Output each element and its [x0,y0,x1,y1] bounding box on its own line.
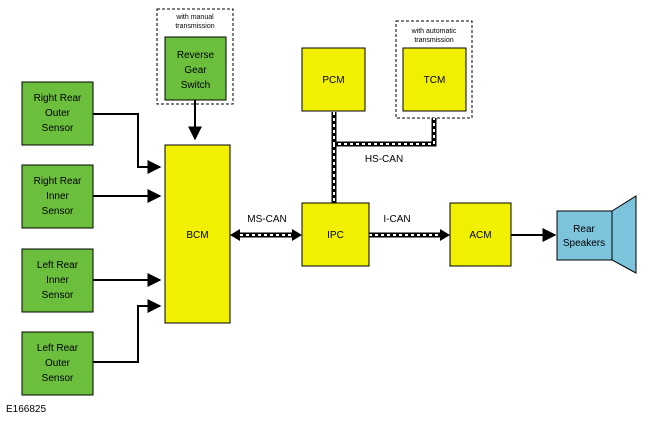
svg-text:IPC: IPC [327,230,344,241]
hs-can-label: HS-CAN [365,154,403,165]
svg-text:Rear: Rear [573,224,595,235]
svg-text:Sensor: Sensor [42,206,74,217]
ms-can-bus [230,229,302,241]
svg-text:BCM: BCM [186,230,208,241]
sensor-left-rear-outer: Left Rear Outer Sensor [21,331,94,396]
svg-text:Gear: Gear [184,65,207,76]
sensor-right-rear-outer: Right Rear Outer Sensor [21,81,94,146]
svg-text:Speakers: Speakers [563,238,605,249]
ms-can-label: MS-CAN [247,214,286,225]
acm-module: ACM [449,202,512,267]
svg-text:Right Rear: Right Rear [34,176,82,187]
rear-speakers: Rear Speakers [556,195,637,274]
ipc-module: IPC [301,202,370,267]
sensor-right-rear-inner: Right Rear Inner Sensor [21,164,94,229]
bcm-module: BCM [164,144,231,324]
manual-transmission-note-box [156,8,234,105]
hs-can-bus [331,112,437,203]
svg-text:Sensor: Sensor [42,123,74,134]
svg-text:Left Rear: Left Rear [37,260,79,271]
svg-text:Outer: Outer [45,108,71,119]
wire-right-outer [93,113,162,174]
svg-text:Sensor: Sensor [42,290,74,301]
svg-text:ACM: ACM [469,230,491,241]
svg-text:Inner: Inner [46,275,69,286]
automatic-note-line2: transmission [414,37,453,44]
automatic-note-line1: with automatic [411,28,457,35]
svg-text:Sensor: Sensor [42,373,74,384]
svg-text:Outer: Outer [45,358,71,369]
pcm-module: PCM [301,47,366,112]
svg-text:Left Rear: Left Rear [37,343,79,354]
svg-text:Reverse: Reverse [177,50,215,61]
figure-id: E166825 [6,404,47,415]
svg-text:Switch: Switch [181,80,210,91]
sensor-left-rear-inner: Left Rear Inner Sensor [21,248,94,313]
speaker-cone-icon [611,195,637,274]
wire-left-outer [93,299,162,363]
svg-text:Inner: Inner [46,191,69,202]
tcm-module: TCM [402,47,467,112]
svg-text:PCM: PCM [322,75,344,86]
manual-note-line2: transmission [175,23,214,30]
reverse-gear-switch: Reverse Gear Switch [164,36,227,101]
manual-note-line1: with manual [175,14,214,21]
i-can-bus [369,229,450,241]
i-can-label: I-CAN [383,214,410,225]
svg-text:Right Rear: Right Rear [34,93,82,104]
svg-text:TCM: TCM [424,75,446,86]
